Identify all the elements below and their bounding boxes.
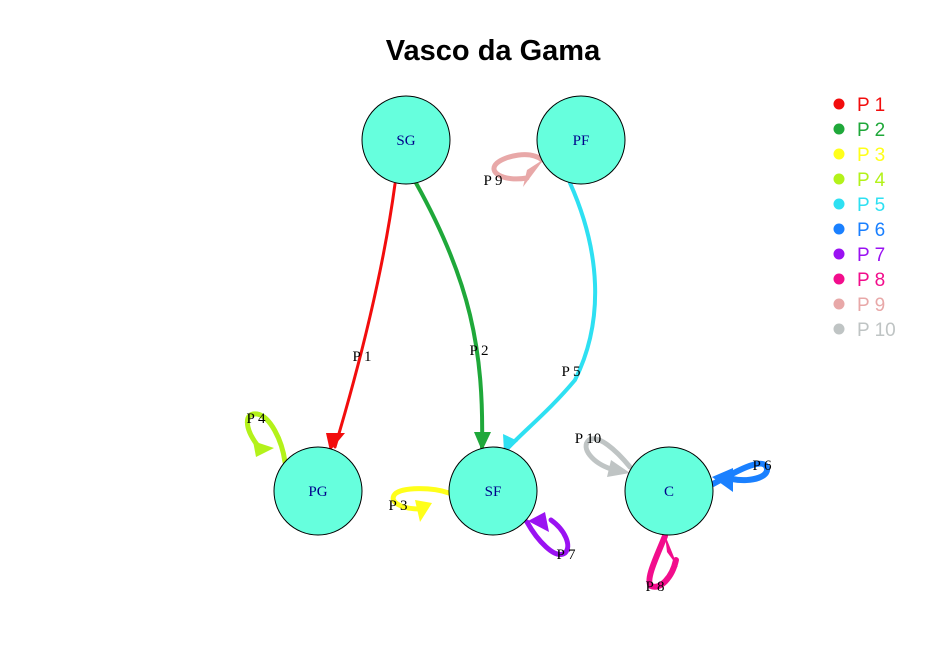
edge-arrowhead (712, 468, 733, 492)
edge-line (506, 181, 598, 450)
edge-arrowhead (415, 500, 432, 522)
legend-label: P 2 (857, 120, 885, 141)
edge-arrowhead (253, 441, 274, 457)
legend-marker (833, 173, 845, 185)
node-c: C (624, 446, 714, 536)
node-sf: SF (448, 446, 538, 536)
edge-p-9: P 9 (483, 152, 545, 189)
legend-item: P 9 (833, 295, 885, 316)
edge-line (583, 436, 633, 472)
edge-p-10: P 10 (575, 431, 633, 477)
legend-item: P 6 (833, 220, 885, 241)
legend-label: P 9 (857, 295, 885, 316)
legend-label: P 10 (857, 320, 896, 341)
legend-label: P 8 (857, 270, 885, 291)
edge-arrowhead (474, 432, 491, 451)
edge-p-3: P 3 (388, 486, 452, 522)
legend-marker (833, 98, 845, 110)
legend-label: P 1 (857, 95, 885, 116)
edge-label: P 3 (388, 498, 407, 514)
edges-layer: P 1 P 2 P 3 P 4 P 5 P 6 P 7 P 8 P 9 P 10 (244, 152, 772, 595)
edge-label: P 2 (469, 343, 488, 359)
node-circle (361, 95, 451, 185)
node-pf: PF (536, 95, 626, 185)
legend-marker (833, 323, 845, 335)
edge-p-1: P 1 (326, 182, 397, 451)
edge-line (646, 533, 679, 590)
legend-item: P 4 (833, 170, 886, 191)
legend-item: P 10 (833, 320, 896, 341)
legend-label: P 6 (857, 220, 885, 241)
legend-marker (833, 273, 845, 285)
edge-p-2: P 2 (414, 181, 491, 451)
legend-marker (833, 123, 845, 135)
node-sg: SG (361, 95, 451, 185)
edge-label: P 8 (645, 579, 664, 595)
legend: P 1 P 2 P 3 P 4 P 5 P 6 P 7 P 8 P 9 P 10 (833, 95, 896, 341)
node-label: SF (485, 484, 502, 500)
legend-item: P 3 (833, 145, 885, 166)
legend-marker (833, 148, 845, 160)
node-label: PG (308, 484, 327, 500)
edge-p-5: P 5 (503, 181, 598, 452)
edge-label: P 4 (246, 411, 266, 427)
edge-arrowhead (607, 460, 630, 477)
edge-p-4: P 4 (244, 411, 288, 465)
node-circle (273, 446, 363, 536)
nodes-layer: SG PF PG SF C (273, 95, 714, 536)
edge-arrowhead (326, 433, 345, 451)
legend-label: P 7 (857, 245, 885, 266)
edge-p-8: P 8 (645, 533, 679, 595)
edge-arrowhead (523, 159, 544, 187)
edge-p-6: P 6 (710, 458, 772, 492)
edge-line (333, 182, 397, 449)
node-circle (536, 95, 626, 185)
legend-label: P 3 (857, 145, 885, 166)
edge-arrowhead (503, 434, 518, 452)
edge-p-7: P 7 (524, 512, 576, 563)
legend-label: P 4 (857, 170, 886, 191)
node-label: SG (396, 133, 415, 149)
edge-line (491, 152, 545, 182)
legend-marker (833, 223, 845, 235)
edge-line (244, 411, 288, 465)
edge-label: P 5 (561, 364, 580, 380)
legend-marker (833, 298, 845, 310)
edge-line (524, 517, 571, 557)
legend-marker (833, 198, 845, 210)
node-label: C (664, 484, 674, 500)
legend-item: P 1 (833, 95, 885, 116)
edge-arrowhead (528, 512, 549, 532)
node-circle (448, 446, 538, 536)
legend-item: P 7 (833, 245, 885, 266)
diagram-title: Vasco da Gama (386, 35, 601, 67)
legend-item: P 5 (833, 195, 885, 216)
node-circle (624, 446, 714, 536)
legend-item: P 2 (833, 120, 885, 141)
legend-marker (833, 248, 845, 260)
edge-label: P 10 (575, 431, 602, 447)
legend-item: P 8 (833, 270, 885, 291)
legend-label: P 5 (857, 195, 885, 216)
edge-label: P 9 (483, 173, 502, 189)
node-pg: PG (273, 446, 363, 536)
edge-line (414, 181, 485, 449)
edge-label: P 1 (352, 349, 371, 365)
edge-line (390, 486, 452, 512)
edge-label: P 7 (556, 547, 576, 563)
edge-arrowhead (665, 535, 678, 567)
node-label: PF (573, 133, 590, 149)
edge-label: P 6 (752, 458, 772, 474)
